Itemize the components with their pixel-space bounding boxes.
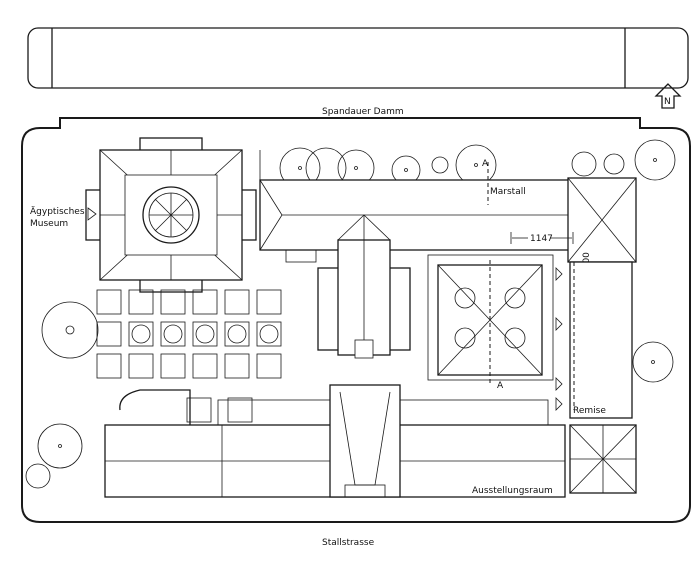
planter <box>192 353 218 379</box>
street-label-stallstrasse: Stallstrasse <box>322 538 375 548</box>
planter <box>96 289 122 315</box>
planter <box>128 289 154 315</box>
planter <box>160 289 186 315</box>
planter <box>128 353 154 379</box>
planter-tree <box>227 324 247 344</box>
planter-tree <box>259 324 279 344</box>
planter <box>96 321 122 347</box>
label-museum-line1: Ägyptisches <box>30 206 85 217</box>
planter <box>256 289 282 315</box>
planter <box>224 289 250 315</box>
section-mark-top: A <box>482 159 489 169</box>
entrance-marker-icon <box>87 207 97 221</box>
planter-grid <box>96 289 282 379</box>
north-arrow-icon: N <box>654 83 682 109</box>
building-central <box>285 214 411 359</box>
building-egyptian-museum <box>85 137 257 293</box>
planter-tree <box>131 324 151 344</box>
building-south-wing <box>104 384 637 498</box>
planter <box>128 321 154 347</box>
planter <box>160 353 186 379</box>
dimension-horizontal-label: 1147 <box>530 234 553 244</box>
planter <box>192 321 218 347</box>
label-ausstellungsraum: Ausstellungsraum <box>472 486 553 496</box>
planter <box>160 321 186 347</box>
planter <box>192 289 218 315</box>
courtyard <box>427 254 563 411</box>
planter-tree <box>163 324 183 344</box>
label-remise: Remise <box>573 406 606 416</box>
planter <box>224 353 250 379</box>
section-mark-bottom: A <box>497 381 504 391</box>
building-remise <box>569 261 633 419</box>
street-label-spandauer-damm: Spandauer Damm <box>322 107 404 117</box>
dimension-1147: 1147 <box>510 232 574 244</box>
north-label: N <box>664 97 671 107</box>
planter <box>256 321 282 347</box>
label-marstall: Marstall <box>490 187 526 197</box>
site-boundary <box>21 117 691 523</box>
road-strip-spandauer-damm <box>27 27 689 89</box>
planter-tree <box>195 324 215 344</box>
planter <box>96 353 122 379</box>
planter <box>256 353 282 379</box>
label-museum-line2: Museum <box>30 219 68 229</box>
planter <box>224 321 250 347</box>
